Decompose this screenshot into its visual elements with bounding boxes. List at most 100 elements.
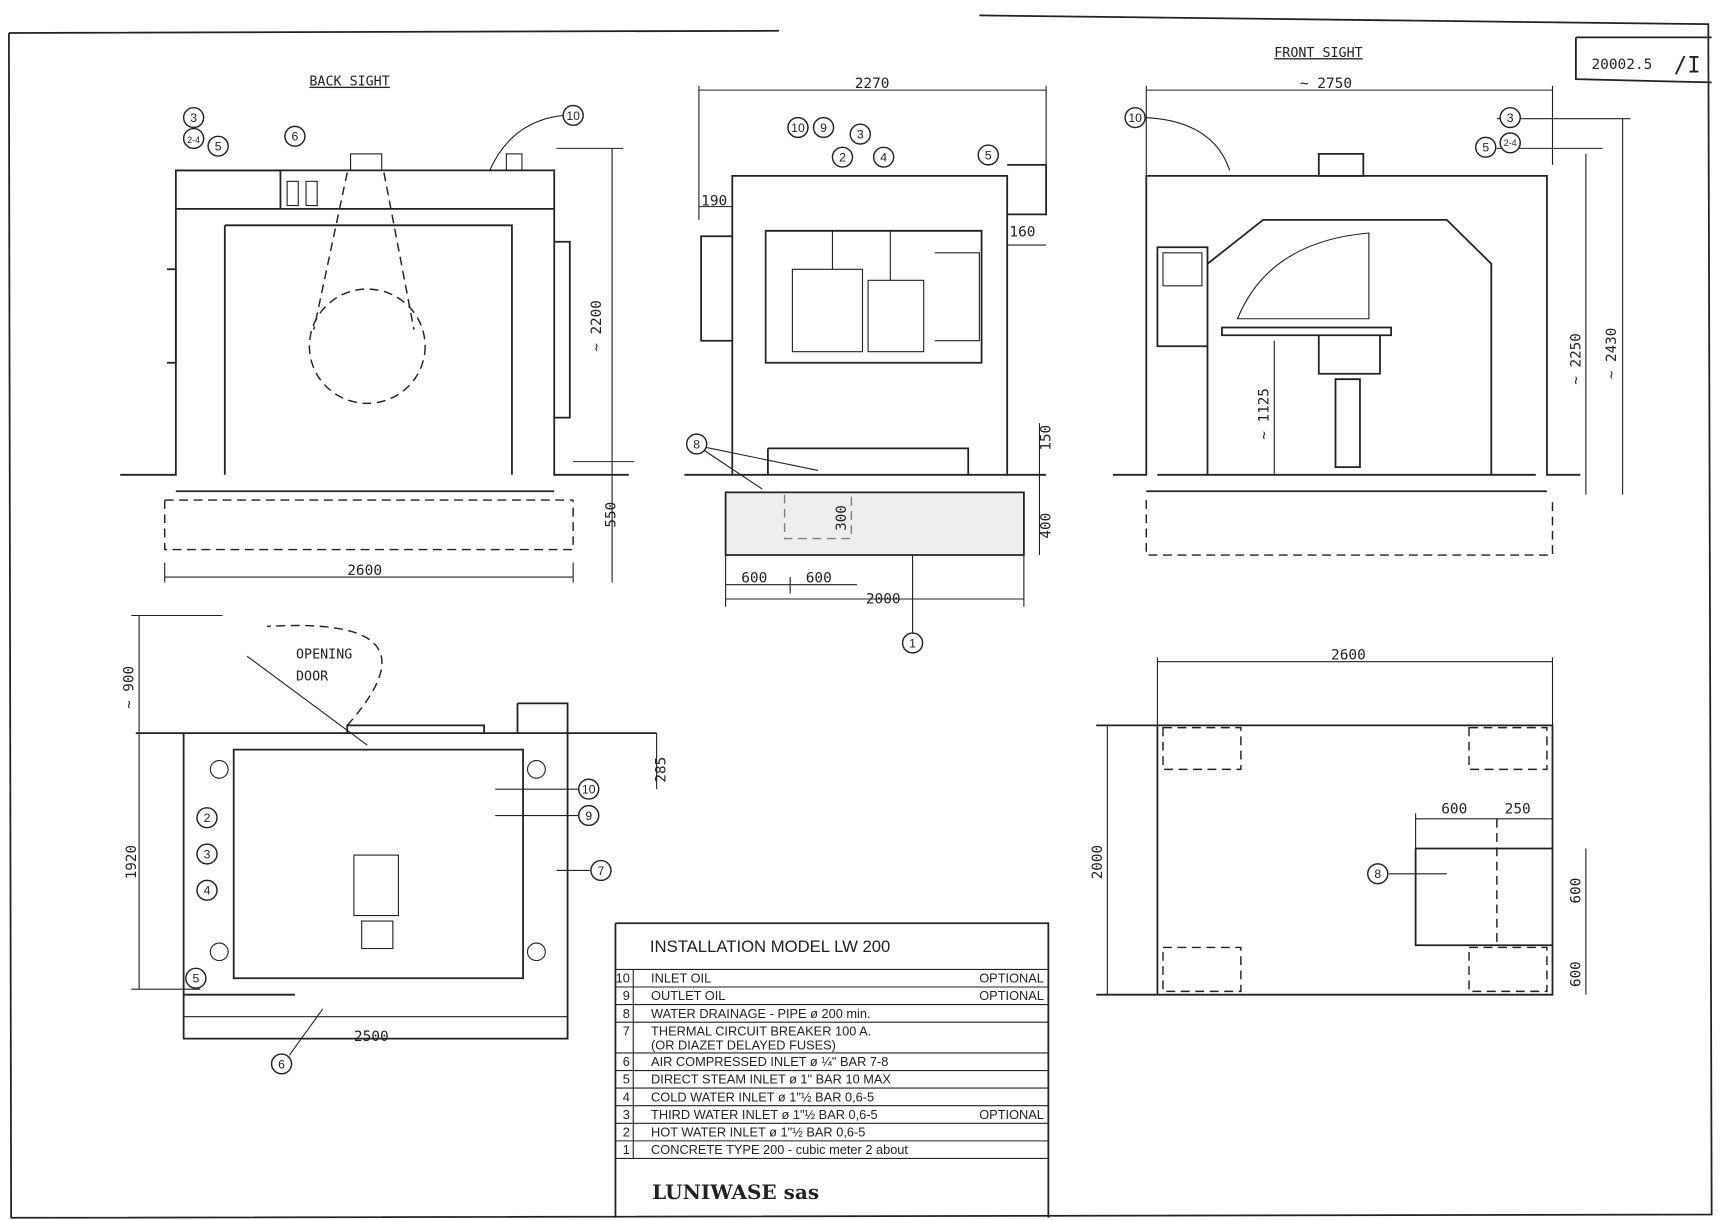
legend-row-number: 9 [623, 988, 630, 1003]
legend-row-number: 3 [623, 1107, 630, 1122]
legend-row: 5 DIRECT STEAM INLET ø 1" BAR 10 MAX [615, 1069, 1049, 1089]
dim-side-pit-b: 600 [806, 571, 832, 587]
legend-row: 1 CONCRETE TYPE 200 - cubic meter 2 about [615, 1140, 1049, 1159]
legend-row-number: 5 [623, 1072, 630, 1087]
legend-row-number: 2 [623, 1125, 630, 1140]
callout-2: 2 [204, 811, 211, 825]
side-view: 2270 190 160 150 400 300 600 600 2000 10… [684, 76, 1055, 654]
dim-front-door: ~ 1125 [1257, 388, 1273, 440]
door-label-2: DOOR [296, 669, 328, 684]
callout-9: 9 [820, 121, 827, 135]
legend-table: INSTALLATION MODEL LW 200 10 INLET OIL OPT… [614, 922, 1050, 1218]
callout-6: 6 [278, 1057, 285, 1071]
legend-row-text: WATER DRAINAGE - PIPE ø 200 min. [651, 1006, 870, 1021]
legend-row-number: 1 [623, 1142, 630, 1157]
legend-row: 2 HOT WATER INLET ø 1"½ BAR 0,6-5 [615, 1122, 1049, 1141]
callout-3: 3 [204, 847, 211, 861]
legend-row-text: HOT WATER INLET ø 1"½ BAR 0,6-5 [651, 1125, 865, 1140]
legend-row-text: INLET OIL [651, 971, 711, 986]
dim-back-base: 550 [603, 502, 619, 528]
legend-row-text: AIR COMPRESSED INLET ø ¼" BAR 7-8 [651, 1054, 888, 1069]
back-view-title: BACK SIGHT [309, 75, 389, 90]
legend-row-number: 4 [623, 1089, 630, 1104]
dim-found-pit-w: 600 [1441, 801, 1467, 817]
callout-5: 5 [215, 140, 222, 154]
dim-plan-door: ~ 900 [121, 666, 137, 709]
front-view-title: FRONT SIGHT [1274, 46, 1362, 61]
callout-5: 5 [1482, 141, 1489, 155]
legend-row: 8 WATER DRAINAGE - PIPE ø 200 min. [615, 1004, 1049, 1023]
callout-5: 5 [192, 972, 199, 986]
sheet-border [8, 14, 1713, 1219]
dim-side-pit: 300 [834, 505, 850, 531]
legend-row-text: CONCRETE TYPE 200 - cubic meter 2 about [651, 1142, 908, 1157]
callout-7: 7 [598, 864, 605, 878]
dim-front-h2: ~ 2430 [1604, 328, 1620, 380]
dim-plan-depth: 1920 [124, 845, 140, 879]
legend-row-text: THIRD WATER INLET ø 1"½ BAR 0,6-5 [651, 1107, 878, 1122]
legend-row-text-2: (OR DIAZET DELAYED FUSES) [651, 1038, 836, 1053]
legend-row-note: OPTIONAL [979, 971, 1044, 986]
sheet-rev: /I [1674, 53, 1701, 79]
callout-3: 3 [190, 111, 197, 125]
legend-row: 9 OUTLET OIL OPTIONAL [615, 986, 1049, 1005]
callout-2-4: 2-4 [1504, 138, 1517, 148]
callout-3: 3 [857, 128, 864, 142]
sheet-ref: 20002.5 [1591, 57, 1652, 73]
callout-5: 5 [985, 148, 992, 162]
dim-side-depth: 400 [1039, 513, 1055, 539]
plan-view: OPENING DOOR ~ 900 285 1920 2500 10 9 7 … [121, 614, 670, 1075]
front-view: FRONT SIGHT ~ 2750 ~ 2250 ~ 2430 ~ 1125 … [1112, 46, 1631, 556]
callout-3: 3 [1507, 111, 1514, 125]
callout-9: 9 [585, 809, 592, 823]
sheet-ref-box: 20002.5 /I [1574, 36, 1712, 84]
legend-row-number: 6 [623, 1054, 630, 1069]
foundation-view: 2600 2000 600 250 600 600 8 [1090, 648, 1587, 996]
dim-side-gap: 150 [1039, 425, 1055, 451]
callout-10: 10 [1128, 111, 1142, 125]
dim-plan-offset: 285 [653, 757, 669, 783]
legend-row: 6 AIR COMPRESSED INLET ø ¼" BAR 7-8 [615, 1052, 1049, 1071]
legend-row: 3 THIRD WATER INLET ø 1"½ BAR 0,6-5 OPTION… [615, 1105, 1049, 1124]
dim-found-edge: 600 [1568, 961, 1584, 987]
callout-10: 10 [566, 109, 580, 123]
dim-found-depth: 2000 [1090, 845, 1106, 879]
dim-side-base: 2000 [866, 591, 901, 607]
callout-2-4: 2-4 [187, 135, 200, 145]
legend-row: 10 INLET OIL OPTIONAL [615, 968, 1049, 987]
door-label-1: OPENING [296, 647, 352, 662]
dim-side-left: 190 [701, 194, 727, 210]
company-logo: LUNIWASE sas [652, 1180, 819, 1204]
callout-1: 1 [909, 636, 916, 650]
legend-row-text: DIRECT STEAM INLET ø 1" BAR 10 MAX [651, 1072, 891, 1087]
legend-row-text: OUTLET OIL [651, 988, 725, 1003]
legend-row-number: 8 [623, 1006, 630, 1021]
dim-found-width: 2600 [1331, 648, 1366, 664]
callout-2: 2 [839, 151, 846, 165]
callout-4: 4 [204, 884, 211, 898]
legend-row-text: THERMAL CIRCUIT BREAKER 100 A. [651, 1023, 871, 1038]
legend-title: INSTALLATION MODEL LW 200 [650, 937, 890, 956]
callout-8: 8 [1374, 867, 1381, 881]
dim-side-width: 2270 [855, 76, 890, 92]
callout-8: 8 [693, 438, 700, 452]
legend-row-note: OPTIONAL [979, 1107, 1044, 1122]
dim-found-pit-off: 250 [1505, 801, 1531, 817]
legend-row: 7 THERMAL CIRCUIT BREAKER 100 A.(OR DIAZE… [615, 1021, 1049, 1053]
legend-row-number: 10 [616, 971, 630, 986]
legend-row: 4 COLD WATER INLET ø 1"½ BAR 0,6-5 [615, 1087, 1049, 1106]
callout-4: 4 [880, 151, 887, 165]
callout-10: 10 [582, 783, 596, 797]
dim-back-height: ~ 2200 [589, 300, 605, 352]
callout-10: 10 [791, 121, 805, 135]
dim-side-right: 160 [1009, 224, 1035, 240]
legend-row-text: COLD WATER INLET ø 1"½ BAR 0,6-5 [651, 1089, 874, 1104]
dim-back-width: 2600 [347, 563, 382, 579]
back-view: BACK SIGHT ~ 2200 550 2600 3 2-4 5 6 10 [120, 75, 635, 583]
legend-row-number: 7 [623, 1023, 630, 1038]
dim-front-width: ~ 2750 [1300, 76, 1352, 92]
dim-found-pit-h: 600 [1568, 878, 1584, 904]
legend-row-note: OPTIONAL [979, 988, 1044, 1003]
dim-plan-width: 2500 [354, 1029, 389, 1045]
